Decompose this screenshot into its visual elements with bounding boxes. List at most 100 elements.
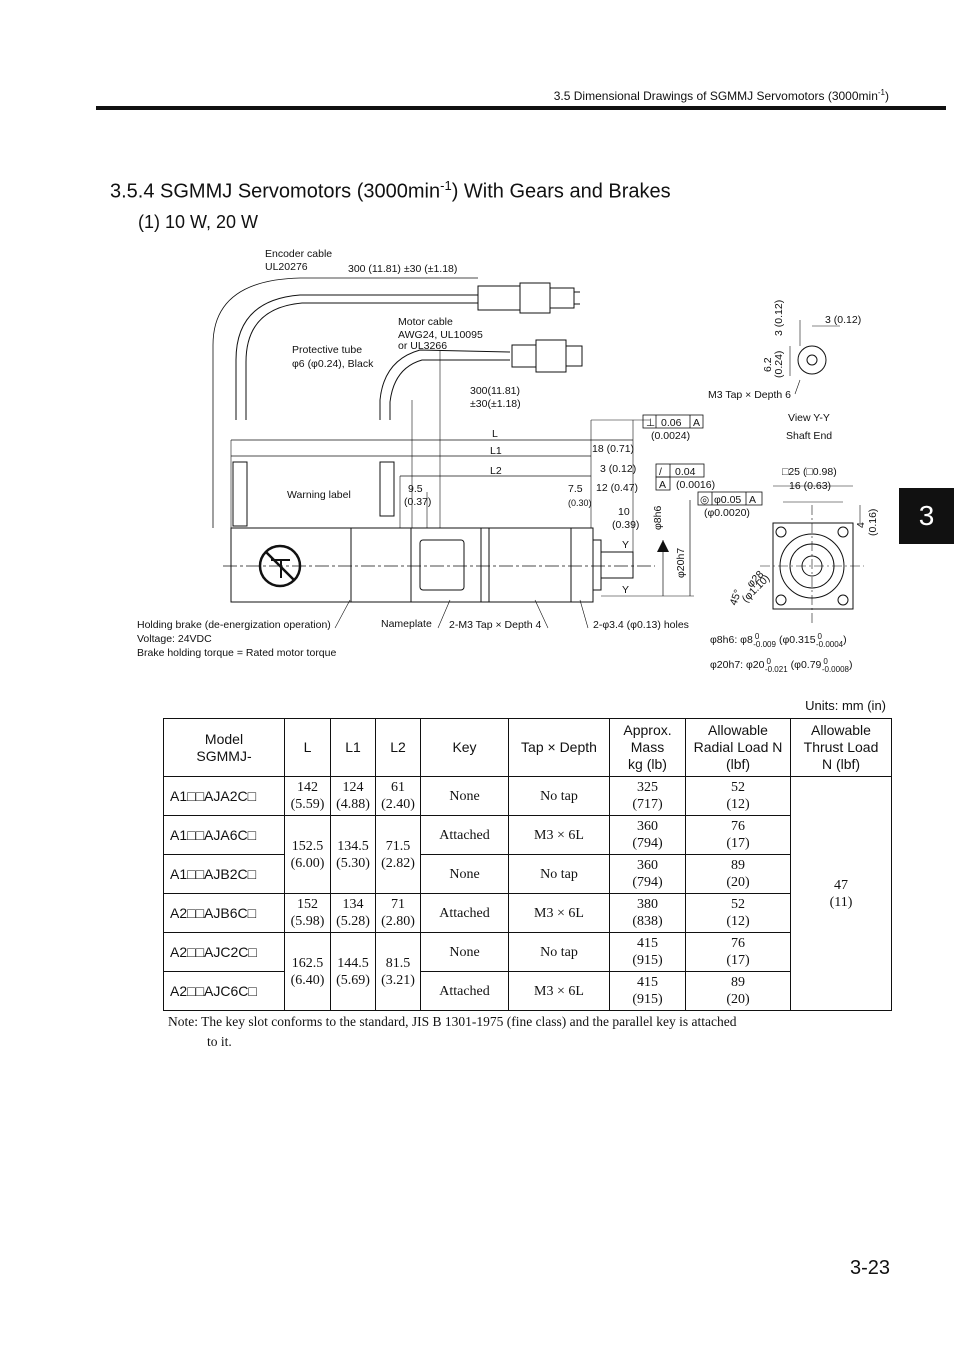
- perpendicularity-symbol: ⊥: [646, 417, 655, 429]
- col-key: Key: [420, 718, 509, 777]
- dim-7-5: 7.5: [568, 483, 583, 495]
- holes-label: 2-φ3.4 (φ0.13) holes: [593, 619, 689, 631]
- L-cell: 152(5.98): [284, 893, 331, 933]
- page-number: 3-23: [849, 1257, 890, 1279]
- tap-cell: M3 × 6L: [508, 893, 610, 933]
- model-cell: A1□□AJA6C□: [163, 815, 285, 855]
- mass-cell: 360(794): [609, 854, 686, 894]
- chapter-tab: 3: [899, 488, 954, 544]
- shaft-dim-3: 3 (0.12): [825, 314, 861, 326]
- motor-cable-label: Motor cable: [398, 316, 453, 328]
- holding-brake-label: Holding brake (de-energization operation…: [137, 619, 331, 631]
- tap-depth-4-label: 2-M3 Tap × Depth 4: [449, 619, 541, 631]
- dim-18: 18 (0.71): [592, 443, 634, 455]
- model-cell: A1□□AJB2C□: [163, 854, 285, 894]
- phi20h7-label: φ20h7: [675, 548, 687, 578]
- col-tap-depth: Tap × Depth: [508, 718, 610, 777]
- parallel-symbol: /: [659, 466, 662, 478]
- mass-cell: 380(838): [609, 893, 686, 933]
- model-cell: A2□□AJC2C□: [163, 932, 285, 972]
- L2-cell: 71(2.80): [375, 893, 421, 933]
- tap-cell: M3 × 6L: [508, 971, 610, 1011]
- mass-cell: 360(794): [609, 815, 686, 855]
- dim-L2: L2: [490, 465, 502, 477]
- key-cell: None: [420, 776, 509, 816]
- running-header: 3.5 Dimensional Drawings of SGMMJ Servom…: [553, 88, 889, 103]
- L2-cell: 81.5(3.21): [375, 932, 421, 1011]
- model-cell: A1□□AJA2C□: [163, 776, 285, 816]
- key-cell: None: [420, 854, 509, 894]
- tap-cell: No tap: [508, 932, 610, 972]
- model-cell: A2□□AJC6C□: [163, 971, 285, 1011]
- L-cell: 162.5(6.40): [284, 932, 331, 1011]
- flange-dim-4: 4: [855, 522, 867, 528]
- L1-cell: 134.5(5.30): [330, 815, 376, 894]
- view-yy-subtitle: Shaft End: [786, 430, 832, 442]
- L-cell: 152.5(6.00): [284, 815, 331, 894]
- flange-dim-4-in: (0.16): [867, 509, 879, 536]
- subsection-title: (1) 10 W, 20 W: [138, 212, 259, 232]
- radial-cell: 76(17): [685, 932, 791, 972]
- concentricity-inch: (φ0.0020): [704, 507, 750, 519]
- dim-L1: L1: [490, 445, 502, 457]
- key-cell: None: [420, 932, 509, 972]
- dim-3: 3 (0.12): [600, 463, 636, 475]
- radial-cell: 52(12): [685, 776, 791, 816]
- tap-cell: M3 × 6L: [508, 815, 610, 855]
- mass-cell: 415(915): [609, 971, 686, 1011]
- col-L: L: [284, 718, 331, 777]
- nameplate-label: Nameplate: [381, 618, 432, 630]
- view-y-marker-bottom: Y: [622, 584, 629, 596]
- motor-cable-length: 300(11.81): [470, 385, 520, 397]
- dim-9-5: 9.5: [408, 483, 423, 495]
- dim-9-5-in: (0.37): [404, 496, 431, 508]
- dimensional-drawing: Encoder cable UL20276 300 (11.81) ±30 (±…: [137, 248, 879, 674]
- protective-tube-spec: φ6 (φ0.24), Black: [292, 358, 374, 370]
- encoder-cable-label: Encoder cable: [265, 248, 332, 260]
- dim-12: 12 (0.47): [596, 482, 638, 494]
- mass-cell: 415(915): [609, 932, 686, 972]
- table-row: A2□□AJB6C□ 152(5.98) 134(5.28) 71(2.80) …: [163, 893, 892, 933]
- shaft-dim-6-2-in: (0.24): [773, 351, 785, 378]
- table-row: A1□□AJA2C□ 142(5.59) 124(4.88) 61(2.40) …: [163, 776, 892, 1011]
- encoder-cable-type: UL20276: [265, 261, 308, 273]
- footnote-line: to it.: [207, 1034, 232, 1049]
- tap-cell: No tap: [508, 854, 610, 894]
- concentricity-datum: A: [749, 494, 756, 506]
- L1-cell: 134(5.28): [330, 893, 376, 933]
- header-rule: [96, 106, 946, 110]
- dim-L: L: [492, 428, 498, 440]
- footnote: Note: The key slot conforms to the stand…: [168, 1012, 808, 1052]
- perpendicularity-value: 0.06: [661, 417, 682, 429]
- col-L2: L2: [375, 718, 421, 777]
- key-cell: Attached: [420, 815, 509, 855]
- dim-10: 10: [618, 506, 630, 518]
- L-cell: 142(5.59): [284, 776, 331, 816]
- protective-tube-label: Protective tube: [292, 344, 362, 356]
- col-L1: L1: [330, 718, 376, 777]
- shaft-dim-6-2: 6.2: [762, 357, 774, 372]
- key-cell: Attached: [420, 893, 509, 933]
- radial-cell: 52(12): [685, 893, 791, 933]
- L2-cell: 61(2.40): [375, 776, 421, 816]
- motor-cable-spec-alt: or UL3266: [398, 340, 447, 352]
- L1-cell: 124(4.88): [330, 776, 376, 816]
- model-cell: A2□□AJB6C□: [163, 893, 285, 933]
- parallel-datum: A: [659, 479, 666, 491]
- shaft-dim-3-vertical: 3 (0.12): [773, 300, 785, 336]
- parallel-inch: (0.0016): [676, 479, 715, 491]
- perpendicularity-inch: (0.0024): [651, 430, 690, 442]
- concentricity-symbol: ◎: [700, 494, 709, 506]
- m3-tap-depth-6: M3 Tap × Depth 6: [708, 389, 791, 401]
- section-title: 3.5.4 SGMMJ Servomotors (3000min-1) With…: [110, 178, 671, 203]
- view-y-marker-top: Y: [622, 539, 629, 551]
- flange-square: □25 (□0.98): [782, 466, 837, 478]
